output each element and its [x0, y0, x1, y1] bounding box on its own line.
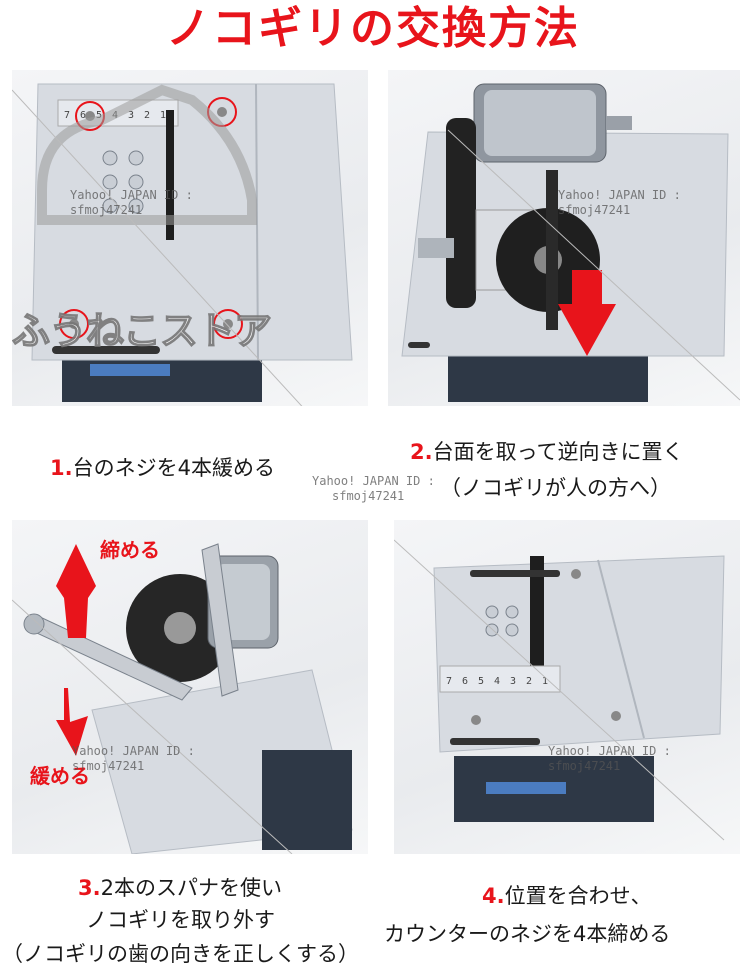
watermark-yahoo-id: Yahoo! JAPAN ID :sfmoj47241: [72, 744, 195, 773]
ruler-tick: 2: [526, 676, 532, 687]
watermark-yahoo-id-center: Yahoo! JAPAN ID :sfmoj47241: [312, 474, 435, 503]
step2-caption-line1: 2.台面を取って逆向きに置く: [410, 440, 684, 464]
tighten-label: 締める: [100, 538, 160, 562]
page-title: ノコギリの交換方法: [166, 3, 580, 54]
watermark-yahoo-id: Yahoo! JAPAN ID :sfmoj47241: [70, 188, 193, 217]
ruler-tick: 1: [160, 110, 166, 121]
step4-caption-line1: 4.位置を合わせ、: [482, 884, 652, 908]
step4-photo: 7 6 5 4 3 2 1 Yahoo! JAPAN ID :sfmoj4724…: [394, 520, 740, 854]
saw-flipped-illustration: [401, 83, 740, 402]
ruler-tick: 6: [80, 110, 86, 121]
step3-caption-line1: 3.2本のスパナを使い: [78, 876, 282, 900]
loosen-label: 緩める: [30, 764, 90, 788]
store-watermark: ふうねこストア: [12, 308, 273, 353]
step1-photo: 7 6 5 4 3 2 1 ふうねこストア Yahoo! J: [12, 70, 368, 406]
up-arrow-icon: [56, 544, 96, 638]
down-arrow-icon: [56, 688, 88, 756]
cat-watermark-shape: [37, 84, 257, 225]
ruler-tick: 7: [64, 110, 70, 121]
ruler-ticks: 7 6 5 4 3 2 1: [446, 676, 548, 687]
saw-top-view-illustration: 7 6 5 4 3 2 1: [12, 83, 353, 406]
ruler-tick: 5: [478, 676, 484, 687]
step1-caption: 1.台のネジを4本緩める: [50, 456, 275, 480]
reassembled-saw-illustration: 7 6 5 4 3 2 1: [394, 539, 725, 841]
watermark-yahoo-id: Yahoo! JAPAN ID :sfmoj47241: [548, 744, 671, 773]
ruler-tick: 6: [462, 676, 468, 687]
ruler-tick: 4: [494, 676, 500, 687]
step3-caption-line3: （ノコギリの歯の向きを正しくする）: [2, 942, 359, 966]
step2-photo: Yahoo! JAPAN ID :sfmoj47241: [388, 70, 740, 406]
blade-removal-illustration: [12, 543, 353, 854]
down-arrow-icon: [558, 270, 616, 356]
step2-caption-line2: （ノコギリが人の方へ）: [440, 476, 671, 500]
ruler-tick: 1: [542, 676, 548, 687]
ruler-tick: 7: [446, 676, 452, 687]
ruler-tick: 2: [144, 110, 150, 121]
step3-photo: 締める 緩める Yahoo! JAPAN ID :sfmoj47241: [12, 520, 368, 854]
step4-caption-line2: カウンターのネジを4本締める: [384, 922, 671, 946]
watermark-yahoo-id: Yahoo! JAPAN ID :sfmoj47241: [558, 188, 681, 217]
ruler-tick: 3: [510, 676, 516, 687]
ruler-tick: 3: [128, 110, 134, 121]
step3-caption-line2: ノコギリを取り外す: [86, 908, 275, 932]
